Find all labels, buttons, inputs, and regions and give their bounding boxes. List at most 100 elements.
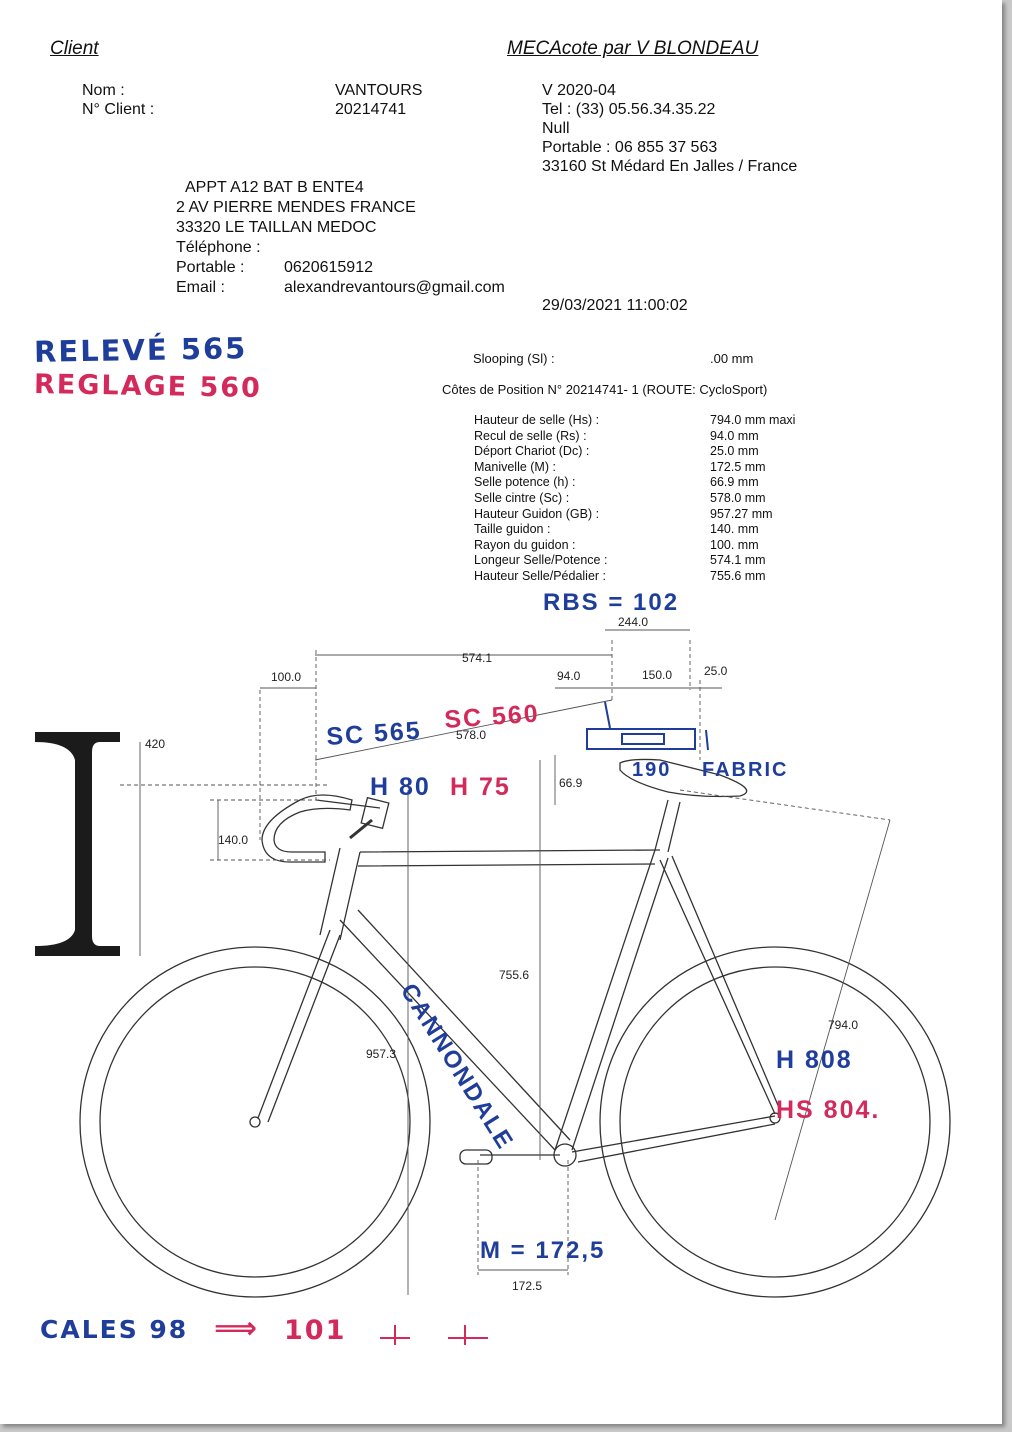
dim-5741-label: 574.1: [462, 651, 492, 665]
dim-100-label: 100.0: [271, 670, 301, 684]
handwritten-saddle-box: [586, 728, 696, 750]
dim-7556-label: 755.6: [499, 968, 529, 982]
spec-label: Déport Chariot (Dc) :: [474, 444, 590, 459]
fork: [257, 929, 341, 1123]
address-line-2: 2 AV PIERRE MENDES FRANCE: [176, 199, 416, 216]
handwritten-m: M = 172,5: [480, 1237, 605, 1264]
handwritten-sc560: SC 560: [443, 699, 540, 734]
dim-420-label: 420: [145, 737, 165, 751]
spec-value: 94.0 mm: [710, 428, 759, 443]
spec-row: Déport Chariot (Dc) : 25.0 mm: [474, 444, 795, 460]
spec-row: Selle potence (h) : 66.9 mm: [474, 475, 795, 491]
spec-label: Taille guidon :: [474, 522, 551, 537]
spec-row: Selle cintre (Sc) : 578.0 mm: [474, 491, 795, 507]
datetime: 29/03/2021 11:00:02: [542, 297, 688, 314]
handwritten-rbs: RBS = 102: [543, 589, 679, 616]
nom-label: Nom :: [82, 82, 125, 99]
company-portable: Portable : 06 855 37 563: [542, 139, 718, 156]
spec-value: 957.27 mm: [710, 506, 773, 521]
client-name: VANTOURS: [335, 82, 423, 99]
seat-stay: [659, 855, 781, 1115]
dim-25-label: 25.0: [704, 664, 728, 678]
spec-row: Taille guidon : 140. mm: [474, 522, 795, 538]
client-number-label: N° Client :: [82, 101, 155, 118]
dim-9573-label: 957.3: [366, 1047, 396, 1061]
spec-row: Hauteur Guidon (GB) : 957.27 mm: [474, 507, 795, 523]
handwritten-h80: H 80: [370, 773, 431, 801]
down-tube: [339, 909, 571, 1151]
spec-value: 172.5 mm: [710, 459, 766, 474]
spec-row: Hauteur de selle (Hs) : 794.0 mm maxi: [474, 413, 795, 429]
spec-value: 578.0 mm: [710, 490, 766, 505]
spec-label: Hauteur Selle/Pédalier :: [474, 568, 607, 583]
dim-669-label: 66.9: [559, 776, 583, 790]
front-wheel-inner: [99, 966, 411, 1278]
handwritten-h75: H 75: [450, 773, 511, 801]
spec-label: Manivelle (M) :: [474, 459, 556, 474]
rear-wheel-inner: [619, 966, 931, 1278]
saddle: [619, 758, 748, 798]
dim-94-label: 94.0: [557, 669, 581, 683]
slooping-label: Slooping (Sl) :: [473, 351, 555, 366]
seat-tube: [554, 849, 669, 1151]
head-tube: [319, 847, 361, 941]
spec-row: Longeur Selle/Potence :574.1 mm: [474, 553, 795, 569]
dim-578-line: [314, 699, 613, 761]
client-number: 20214741: [335, 101, 407, 118]
portable-value: 0620615912: [284, 259, 373, 276]
spec-label: Selle cintre (Sc) :: [474, 490, 570, 505]
spec-row: Manivelle (M) : 172.5 mm: [474, 460, 795, 476]
company-null: Null: [542, 120, 570, 137]
handwritten-saddle-inner: [621, 733, 665, 745]
cotes-title: Côtes de Position N° 20214741- 1 (ROUTE:…: [442, 382, 768, 397]
spec-label: Hauteur de selle (Hs) :: [474, 413, 600, 427]
spec-label: Recul de selle (Rs) :: [474, 428, 587, 443]
company-tel: Tel : (33) 05.56.34.35.22: [542, 101, 716, 118]
handwritten-ticks: [604, 701, 709, 751]
spec-value: 25.0 mm: [710, 444, 759, 459]
spec-label: Hauteur Guidon (GB) :: [474, 506, 600, 521]
handwritten-fabric: FABRIC: [702, 759, 788, 781]
spec-value: 66.9 mm: [710, 475, 759, 490]
handwritten-cales-101: 101: [284, 1315, 347, 1346]
handwritten-arrow: ⟹: [214, 1311, 260, 1346]
handwritten-cleat-marks: [380, 1325, 488, 1345]
dim-794-line: [774, 819, 891, 1221]
dim-794-label: 794.0: [828, 1018, 858, 1032]
pedal: [459, 1149, 493, 1165]
telephone-label: Téléphone :: [176, 239, 261, 256]
front-wheel-outer: [79, 946, 431, 1298]
seat-post: [654, 799, 681, 853]
drop-handlebar: [261, 794, 353, 863]
address-line-1: APPT A12 BAT B ENTE4: [185, 179, 364, 196]
spec-row: Hauteur Selle/Pédalier :755.6 mm: [474, 569, 795, 585]
address-line-3: 33320 LE TAILLAN MEDOC: [176, 219, 377, 236]
company-city: 33160 St Médard En Jalles / France: [542, 158, 798, 175]
spec-row: Recul de selle (Rs) : 94.0 mm: [474, 429, 795, 445]
dim-150-label: 150.0: [642, 668, 672, 682]
spec-table: Hauteur de selle (Hs) : 794.0 mm maxi Rec…: [474, 413, 795, 585]
stem: [315, 799, 381, 809]
client-heading: Client: [50, 38, 99, 59]
spec-value: 140. mm: [710, 522, 759, 537]
version: V 2020-04: [542, 82, 616, 99]
spec-label: Rayon du guidon :: [474, 537, 576, 552]
spec-row: Rayon du guidon :100. mm: [474, 538, 795, 554]
spec-label: Longeur Selle/Potence :: [474, 553, 608, 568]
dim-1725-label: 172.5: [512, 1279, 542, 1293]
handwritten-cales-98: CALES 98: [40, 1315, 189, 1344]
email-value: alexandrevantours@gmail.com: [284, 279, 505, 296]
dim-244-label: 244.0: [618, 615, 648, 629]
steerer: [349, 818, 373, 840]
handlebar-profile: [35, 732, 120, 956]
rear-wheel-outer: [599, 946, 951, 1298]
spec-label: Selle potence (h) :: [474, 475, 576, 490]
chain-stay: [571, 1115, 776, 1163]
top-tube: [357, 849, 661, 867]
slooping-value: .00 mm: [710, 351, 754, 366]
handwritten-190: 190: [632, 759, 671, 781]
spec-value: 794.0 mm maxi: [710, 413, 796, 427]
handwritten-sc565: SC 565: [325, 716, 422, 751]
stem-clamp: [360, 796, 390, 830]
